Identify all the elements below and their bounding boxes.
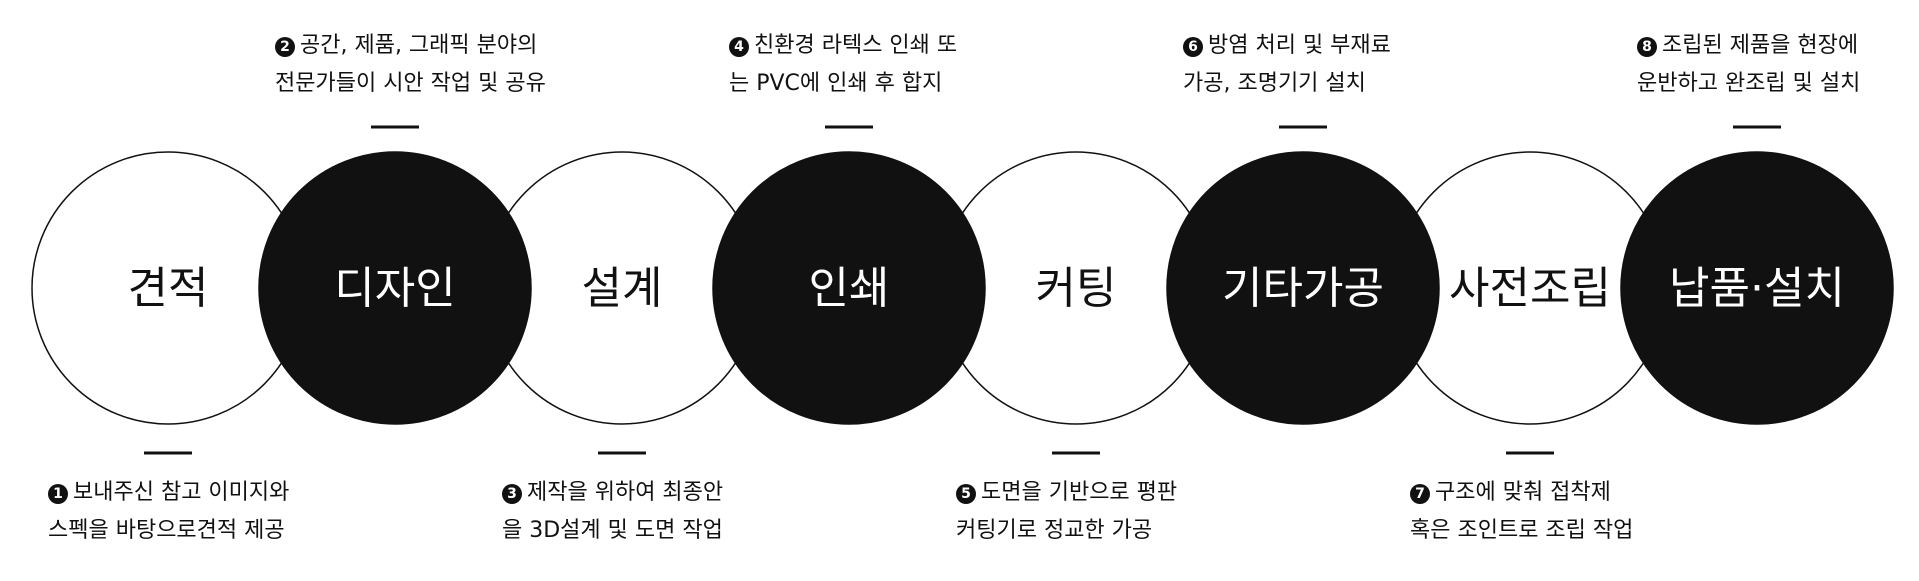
step-8-circle [1620, 151, 1894, 425]
step-4-number-badge: 4 [729, 37, 749, 57]
step-4-description-line-2: 는 PVC에 인쇄 후 합지 [729, 71, 943, 96]
step-7-label: 사전조립 [1449, 263, 1611, 314]
step-1-description-line-2: 스펙을 바탕으로견적 제공 [48, 518, 285, 543]
step-4-description-line-1: 친환경 라텍스 인쇄 또 [754, 33, 958, 58]
step-6-number-badge: 6 [1183, 37, 1203, 57]
step-4-circle [712, 151, 986, 425]
step-3-label: 설계 [582, 263, 663, 314]
step-3-number-badge: 3 [502, 484, 522, 504]
step-6-label: 기타가공 [1222, 263, 1384, 314]
step-3-description-line-1: 제작을 위하여 최종안 [527, 480, 724, 505]
step-1-number-badge: 1 [48, 484, 68, 504]
step-8-description-line-2: 운반하고 완조립 및 설치 [1637, 71, 1861, 96]
step-5-label: 커팅 [1036, 263, 1117, 314]
step-2-description-line-2: 전문가들이 시안 작업 및 공유 [275, 71, 546, 96]
step-5-number-badge: 5 [956, 484, 976, 504]
step-7-description-line-2: 혹은 조인트로 조립 작업 [1410, 518, 1634, 543]
step-2-number-badge: 2 [275, 37, 295, 57]
step-4-label: 인쇄 [809, 263, 890, 314]
step-6-circle [1166, 151, 1440, 425]
step-8-node: 납품·설치 [1620, 151, 1894, 425]
step-6-description-line-1: 방염 처리 및 부재료 [1208, 33, 1391, 58]
step-7-number-badge: 7 [1410, 484, 1430, 504]
step-5-description-line-2: 커팅기로 정교한 가공 [956, 518, 1153, 543]
step-3-description-line-2: 을 3D설계 및 도면 작업 [502, 518, 723, 543]
step-2-node: 디자인 [258, 151, 532, 425]
step-7-description-line-1: 구조에 맞춰 접착제 [1435, 480, 1611, 505]
step-2-circle [258, 151, 532, 425]
step-7-node: 사전조립 [1393, 151, 1667, 425]
step-6-node: 기타가공 [1166, 151, 1440, 425]
step-2-description-line-1: 공간, 제품, 그래픽 분야의 [300, 33, 538, 58]
step-1-label: 견적 [128, 263, 209, 314]
step-6-description-line-2: 가공, 조명기기 설치 [1183, 71, 1366, 96]
step-2-label: 디자인 [334, 263, 455, 314]
step-1-node: 견적 [31, 151, 305, 425]
step-4-node: 인쇄 [712, 151, 986, 425]
step-8-label: 납품·설치 [1669, 263, 1845, 314]
step-1-description-line-1: 보내주신 참고 이미지와 [73, 480, 290, 505]
step-5-description-line-1: 도면을 기반으로 평판 [981, 480, 1178, 505]
step-8-number-badge: 8 [1637, 37, 1657, 57]
step-3-node: 설계 [485, 151, 759, 425]
step-8-description-line-1: 조립된 제품을 현장에 [1662, 33, 1859, 58]
